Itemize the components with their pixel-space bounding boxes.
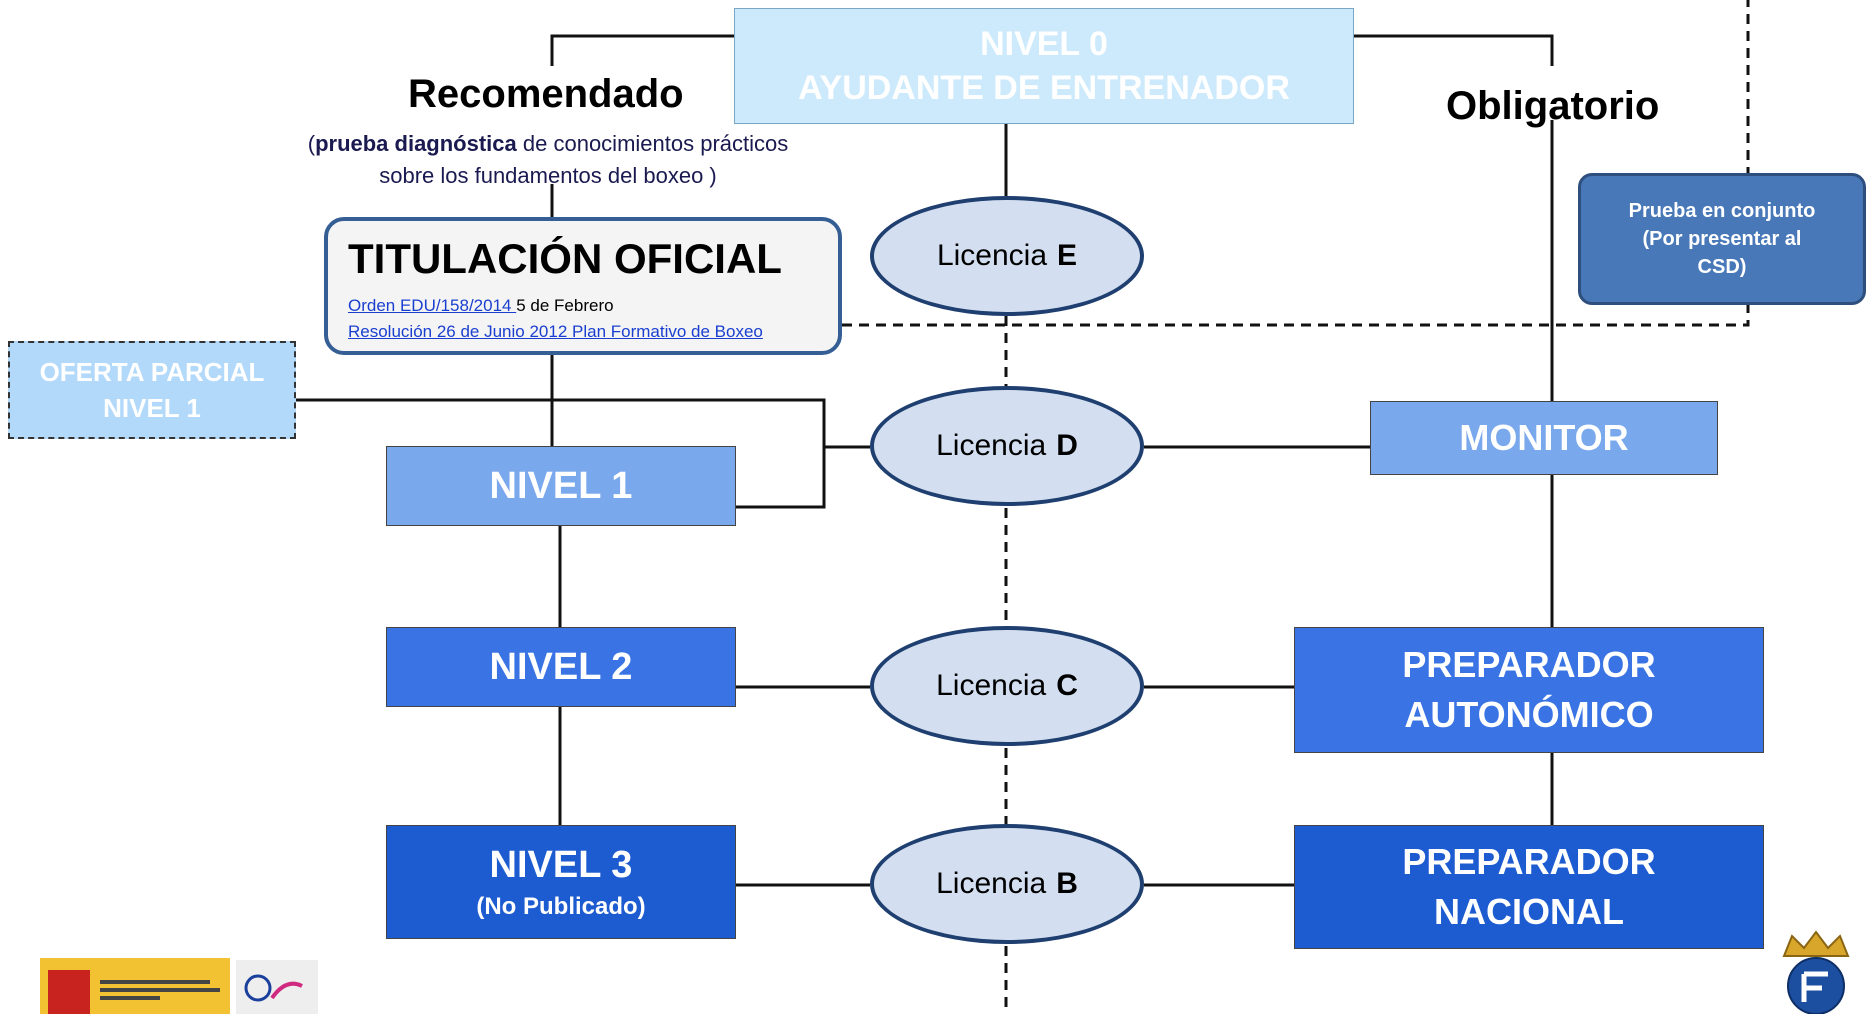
ministry-logo [40, 958, 320, 1014]
crown-icon [1782, 930, 1850, 957]
monitor-box: MONITOR [1370, 401, 1718, 475]
dashed-titulacion-to-csd [842, 0, 1750, 327]
nivel-3-sub-bold: No Publicado [484, 892, 638, 920]
licencia-d-prefix: Licencia [936, 429, 1047, 462]
licencia-c-letter: C [1056, 669, 1078, 702]
obligatorio-heading: Obligatorio [1446, 84, 1660, 128]
licencia-d-ellipse: Licencia D [870, 386, 1144, 506]
csd-swoosh-icon [270, 981, 303, 1000]
oferta-line-2: NIVEL 1 [103, 393, 201, 423]
oferta-line-1: OFERTA PARCIAL [39, 357, 265, 387]
note-rest1: de conocimientos prácticos [516, 131, 789, 156]
licencia-d-letter: D [1056, 429, 1078, 462]
prueba-conjunto-box: Prueba en conjunto (Por presentar al CSD… [1578, 173, 1866, 305]
prueba-line-2: (Por presentar al [1642, 228, 1802, 250]
nivel-2-box: NIVEL 2 [386, 627, 736, 707]
preparador-nacional-box: PREPARADOR NACIONAL [1294, 825, 1764, 949]
csd-icon [244, 974, 272, 1002]
resolucion-link[interactable]: Resolución 26 de Junio 2012 Plan Formati… [348, 322, 763, 341]
nivel-0-title: NIVEL 0 [980, 25, 1108, 63]
autonomico-line-2: AUTONÓMICO [1404, 694, 1654, 735]
ministry-text-mark-3 [100, 996, 160, 1000]
nivel-3-sub-open: ( [476, 892, 485, 920]
licencia-b-letter: B [1056, 867, 1078, 900]
spain-shield-icon [48, 970, 90, 1014]
federation-crest-graphic [1782, 930, 1850, 1015]
ministry-text-mark-2 [100, 988, 220, 992]
licencia-c-ellipse: Licencia C [870, 626, 1144, 746]
note-rest2: sobre los fundamentos del boxeo ) [379, 163, 717, 188]
titulacion-line-2: Resolución 26 de Junio 2012 Plan Formati… [348, 319, 822, 345]
nacional-line-1: PREPARADOR [1402, 841, 1656, 882]
licencia-e-letter: E [1057, 239, 1078, 272]
ministry-text-mark-1 [100, 980, 210, 984]
nivel-3-sub: (No Publicado) [476, 893, 645, 921]
licencia-e-prefix: Licencia [936, 239, 1048, 272]
nivel-0-subtitle: AYUDANTE DE ENTRENADOR [798, 69, 1290, 107]
prueba-line-3: CSD) [1697, 256, 1747, 278]
federation-crest-logo [1776, 930, 1856, 1015]
diagnostic-note: (prueba diagnóstica de conocimientos prá… [268, 128, 828, 192]
orden-edu-link[interactable]: Orden EDU/158/2014 [348, 296, 517, 315]
ministry-logo-graphic [40, 958, 318, 1014]
licencia-b-prefix: Licencia [936, 867, 1047, 900]
autonomico-line-1: PREPARADOR [1402, 644, 1656, 685]
nivel-3-sub-close: ) [637, 892, 646, 920]
titulacion-title: TITULACIÓN OFICIAL [348, 235, 782, 282]
nacional-line-2: NACIONAL [1434, 891, 1624, 932]
nivel-3-box: NIVEL 3 (No Publicado) [386, 825, 736, 939]
note-open: ( [307, 131, 316, 156]
nivel-1-label: NIVEL 1 [489, 464, 633, 507]
connector-top-right [1354, 34, 1554, 66]
connector-top-left [550, 34, 734, 66]
titulacion-oficial-box: TITULACIÓN OFICIAL Orden EDU/158/2014 5 … [324, 217, 842, 355]
licencia-e-ellipse: Licencia E [870, 196, 1144, 316]
monitor-label: MONITOR [1459, 417, 1629, 458]
licencia-b-ellipse: Licencia B [870, 824, 1144, 944]
prueba-line-1: Prueba en conjunto [1628, 200, 1816, 222]
recomendado-heading: Recomendado [408, 72, 684, 116]
titulacion-line-1: Orden EDU/158/2014 5 de Febrero [348, 293, 822, 319]
nivel-2-label: NIVEL 2 [489, 645, 633, 688]
connector-oferta [296, 398, 826, 509]
csd-logo [236, 960, 318, 1014]
orden-date: 5 de Febrero [516, 296, 614, 315]
nivel-1-box: NIVEL 1 [386, 446, 736, 526]
crest-monogram-icon [1801, 971, 1828, 1002]
nivel-0-box: NIVEL 0 AYUDANTE DE ENTRENADOR [734, 8, 1354, 124]
note-bold: prueba diagnóstica [315, 131, 517, 156]
oferta-parcial-box: OFERTA PARCIAL NIVEL 1 [8, 341, 296, 439]
licencia-c-prefix: Licencia [936, 669, 1047, 702]
nivel-3-label: NIVEL 3 [489, 843, 633, 886]
preparador-autonomico-box: PREPARADOR AUTONÓMICO [1294, 627, 1764, 753]
